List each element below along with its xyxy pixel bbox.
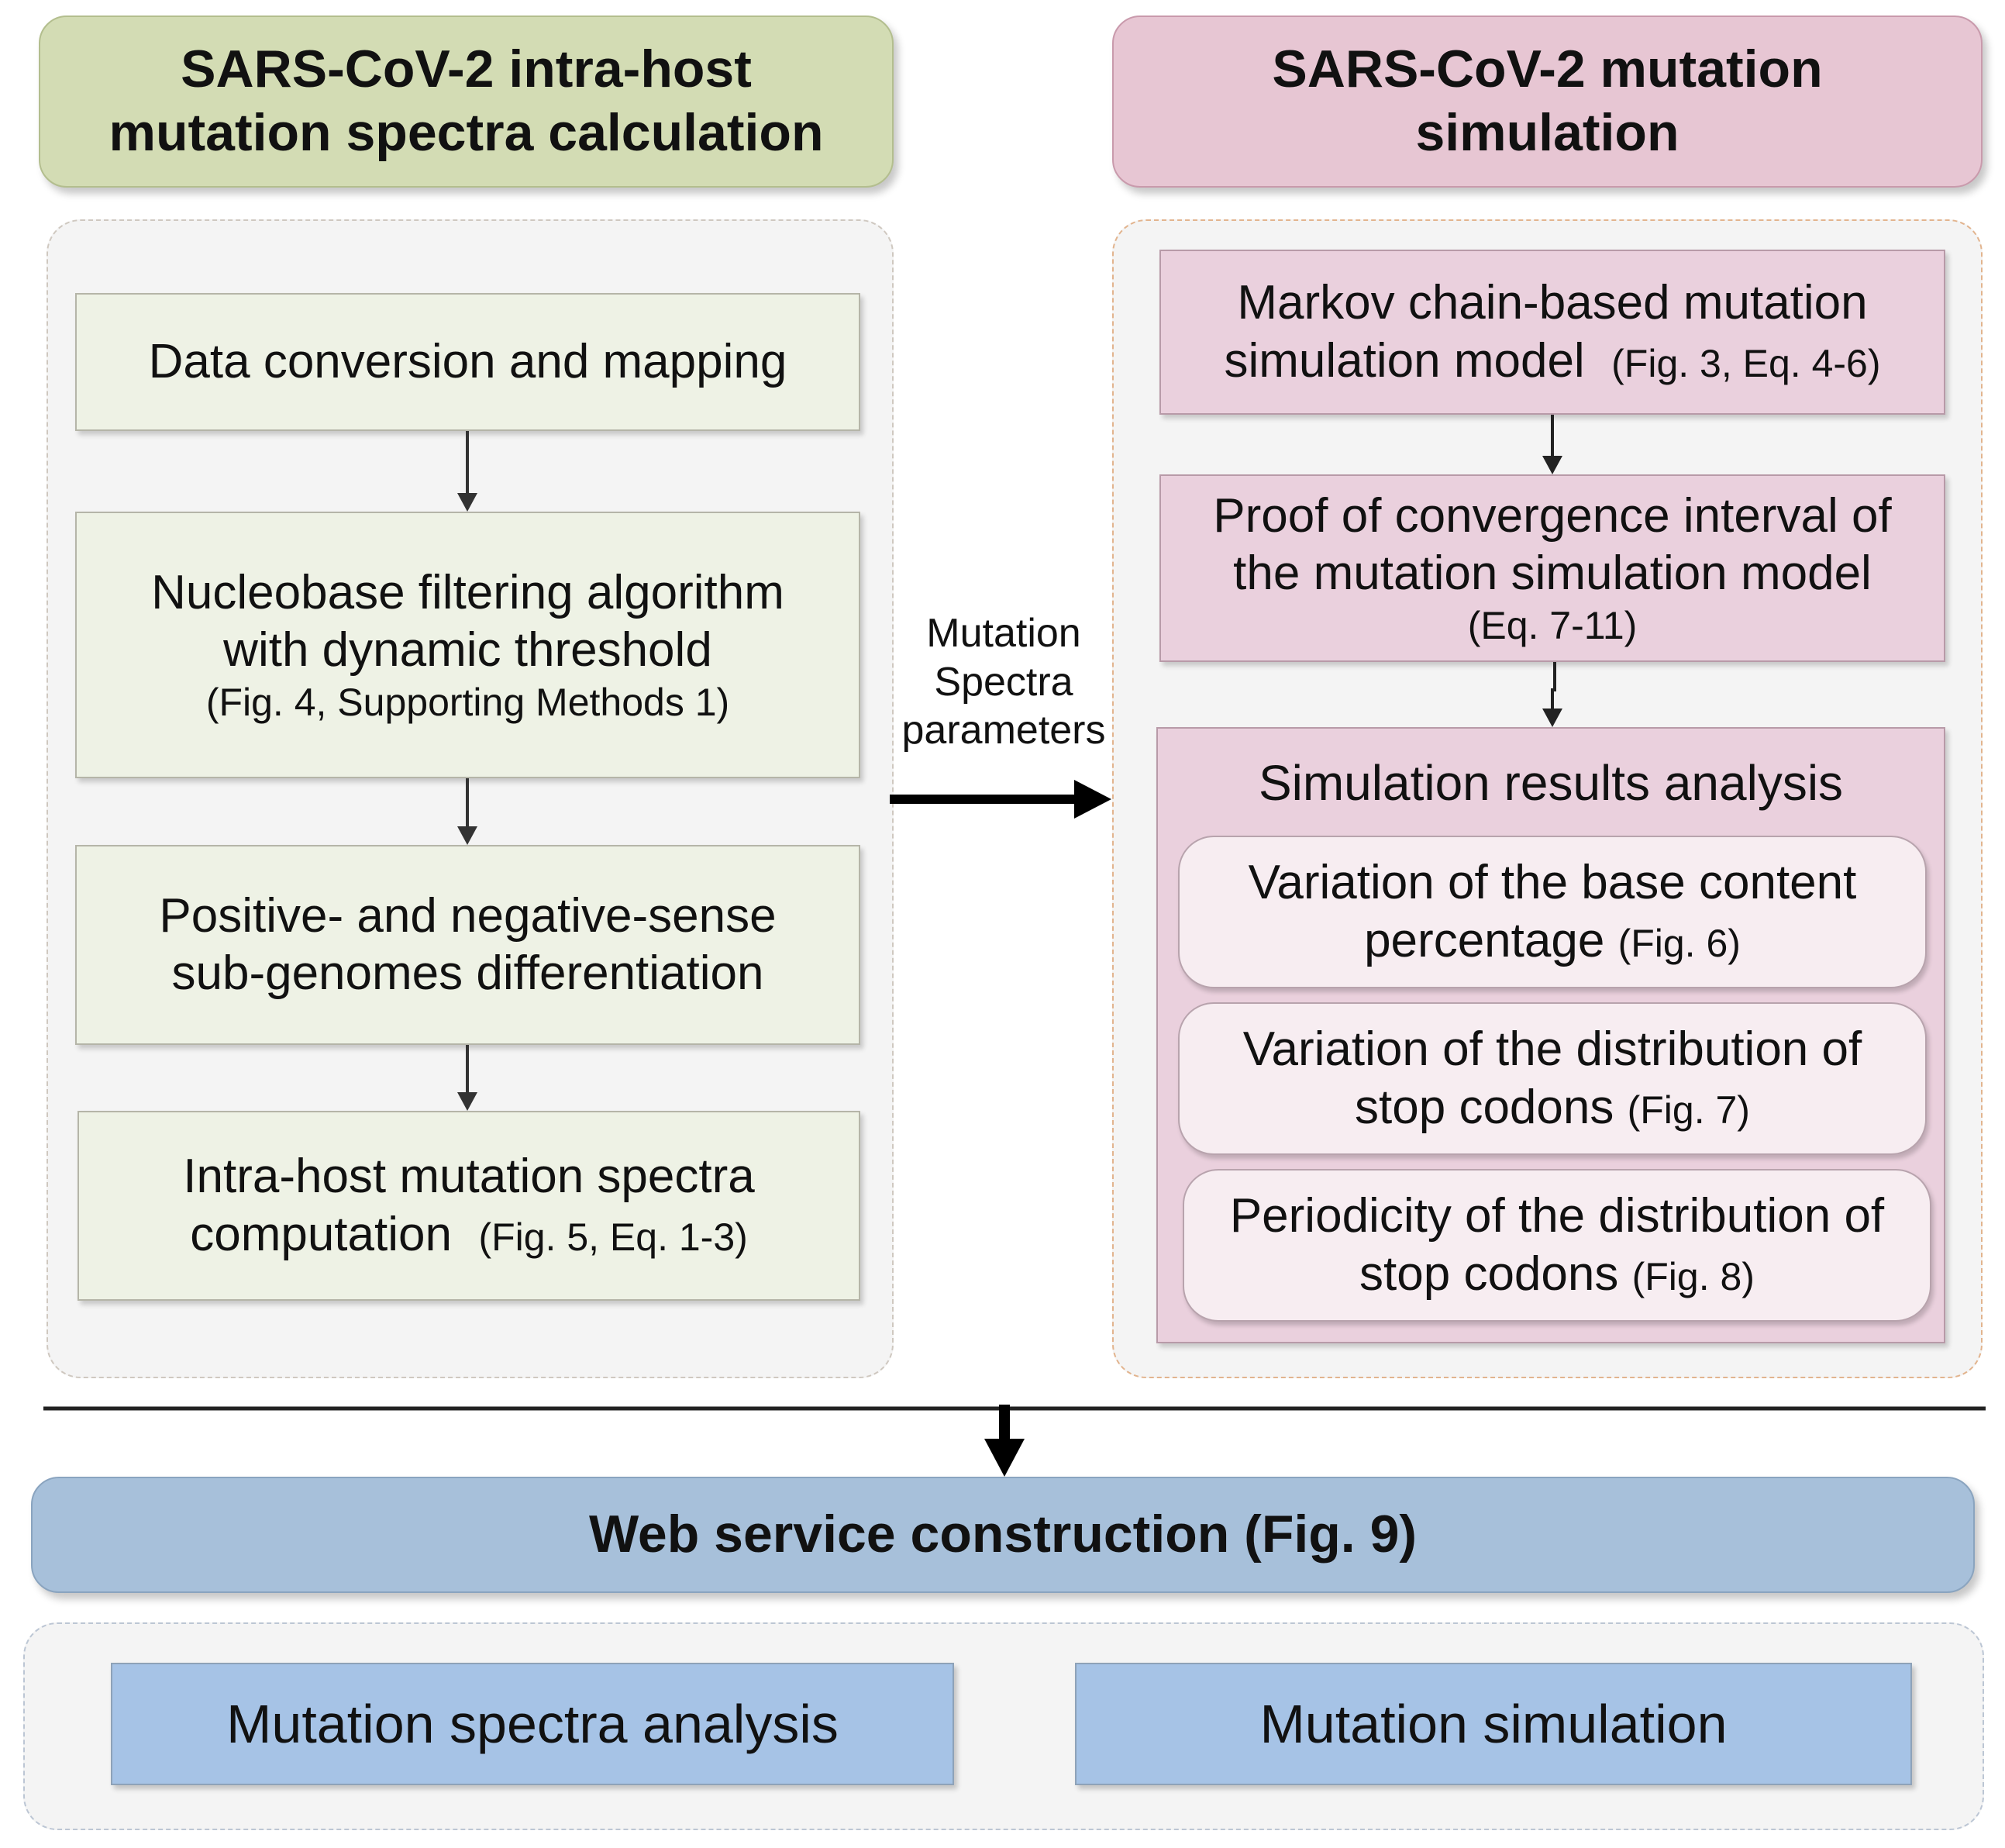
arrow-convergence-to-analysis xyxy=(1551,662,1556,712)
right-flow-arrows xyxy=(1542,415,1562,727)
simulation-header-line-2: simulation xyxy=(1415,103,1679,162)
base-content-line-1: Variation of the base content xyxy=(1248,856,1857,910)
intra-host-header: SARS-CoV-2 intra-host mutation spectra c… xyxy=(39,16,894,188)
nucleobase-filtering-box: Nucleobase filtering algorithm with dyna… xyxy=(75,512,860,778)
subgenome-differentiation-box: Positive- and negative-sense sub-genomes… xyxy=(75,845,860,1045)
stop-codon-distribution-ref: (Fig. 7) xyxy=(1627,1088,1750,1132)
mutation-spectra-parameters-label: Mutation Spectra parameters xyxy=(891,593,1116,771)
arrow-conversion-to-filtering-head xyxy=(457,493,477,512)
convergence-proof-line-2: the mutation simulation model xyxy=(1233,546,1872,600)
convergence-proof-line-1: Proof of convergence interval of xyxy=(1213,488,1892,543)
web-service-arrow-head xyxy=(984,1439,1025,1477)
stop-codon-periodicity-line-1: Periodicity of the distribution of xyxy=(1229,1189,1885,1243)
mutation-spectra-analysis-label: Mutation spectra analysis xyxy=(226,1694,839,1754)
flow-label-line-2: Spectra xyxy=(934,659,1073,705)
nucleobase-filtering-line-2: with dynamic threshold xyxy=(223,623,712,677)
base-content-ref: (Fig. 6) xyxy=(1617,921,1741,965)
stop-codon-distribution-line-1: Variation of the distribution of xyxy=(1242,1022,1862,1077)
spectra-computation-label: computation xyxy=(190,1207,452,1261)
markov-model-line-1: Markov chain-based mutation xyxy=(1237,276,1868,330)
web-service-header: Web service construction (Fig. 9) xyxy=(31,1477,1975,1593)
stop-codon-periodicity-ref: (Fig. 8) xyxy=(1631,1254,1755,1298)
intra-host-header-line-1: SARS-CoV-2 intra-host xyxy=(181,40,752,99)
arrow-filtering-to-differentiation-head xyxy=(457,826,477,845)
stop-codon-distribution-label: stop codons xyxy=(1355,1080,1614,1134)
spectra-computation-line-2: computation (Fig. 5, Eq. 1-3) xyxy=(190,1206,748,1264)
data-conversion-box: Data conversion and mapping xyxy=(75,293,860,431)
spectra-computation-box: Intra-host mutation spectra computation … xyxy=(78,1111,860,1301)
arrow-convergence-to-analysis-head xyxy=(1542,709,1562,727)
intra-host-header-line-2: mutation spectra calculation xyxy=(109,103,824,162)
arrow-differentiation-to-computation-head xyxy=(457,1092,477,1111)
simulation-analysis-title: Simulation results analysis xyxy=(1156,744,1945,822)
subgenome-differentiation-line-2: sub-genomes differentiation xyxy=(171,946,764,1000)
mutation-spectra-analysis-box: Mutation spectra analysis xyxy=(111,1663,954,1785)
markov-model-label: simulation model xyxy=(1224,333,1585,388)
simulation-analysis-title-text: Simulation results analysis xyxy=(1258,754,1844,811)
flow-label-line-3: parameters xyxy=(901,708,1106,753)
convergence-proof-ref: (Eq. 7-11) xyxy=(1467,604,1638,648)
arrow-markov-to-convergence-head xyxy=(1542,456,1562,474)
spectra-parameters-arrow-head xyxy=(1074,780,1111,819)
stop-codon-distribution-line-2: stop codons (Fig. 7) xyxy=(1355,1079,1750,1136)
spectra-computation-ref: (Fig. 5, Eq. 1-3) xyxy=(478,1215,748,1259)
left-flow-arrows xyxy=(457,431,477,1111)
markov-model-line-2: simulation model (Fig. 3, Eq. 4-6) xyxy=(1224,333,1880,390)
markov-model-box: Markov chain-based mutation simulation m… xyxy=(1159,250,1945,415)
mutation-simulation-label: Mutation simulation xyxy=(1259,1694,1728,1754)
nucleobase-filtering-line-1: Nucleobase filtering algorithm xyxy=(151,565,784,619)
stop-codon-periodicity-line-2: stop codons (Fig. 8) xyxy=(1359,1246,1755,1303)
data-conversion-label: Data conversion and mapping xyxy=(148,334,787,388)
markov-model-ref: (Fig. 3, Eq. 4-6) xyxy=(1611,341,1881,385)
subgenome-differentiation-line-1: Positive- and negative-sense xyxy=(159,888,777,943)
mutation-simulation-box: Mutation simulation xyxy=(1075,1663,1912,1785)
web-service-header-text: Web service construction (Fig. 9) xyxy=(588,1505,1418,1564)
spectra-computation-line-1: Intra-host mutation spectra xyxy=(183,1150,755,1204)
flow-label-line-1: Mutation xyxy=(926,611,1081,657)
simulation-header-line-1: SARS-CoV-2 mutation xyxy=(1272,40,1823,99)
base-content-item: Variation of the base content percentage… xyxy=(1178,836,1927,988)
convergence-proof-box: Proof of convergence interval of the mut… xyxy=(1159,474,1945,662)
web-service-arrow xyxy=(984,1405,1025,1477)
base-content-label: percentage xyxy=(1364,913,1605,967)
stop-codon-periodicity-label: stop codons xyxy=(1359,1246,1619,1301)
nucleobase-filtering-ref: (Fig. 4, Supporting Methods 1) xyxy=(205,681,730,725)
simulation-header: SARS-CoV-2 mutation simulation xyxy=(1112,16,1983,188)
stop-codon-distribution-item: Variation of the distribution of stop co… xyxy=(1178,1002,1927,1155)
stop-codon-periodicity-item: Periodicity of the distribution of stop … xyxy=(1183,1169,1931,1322)
base-content-line-2: percentage (Fig. 6) xyxy=(1364,912,1741,970)
spectra-parameters-arrow xyxy=(890,780,1111,819)
